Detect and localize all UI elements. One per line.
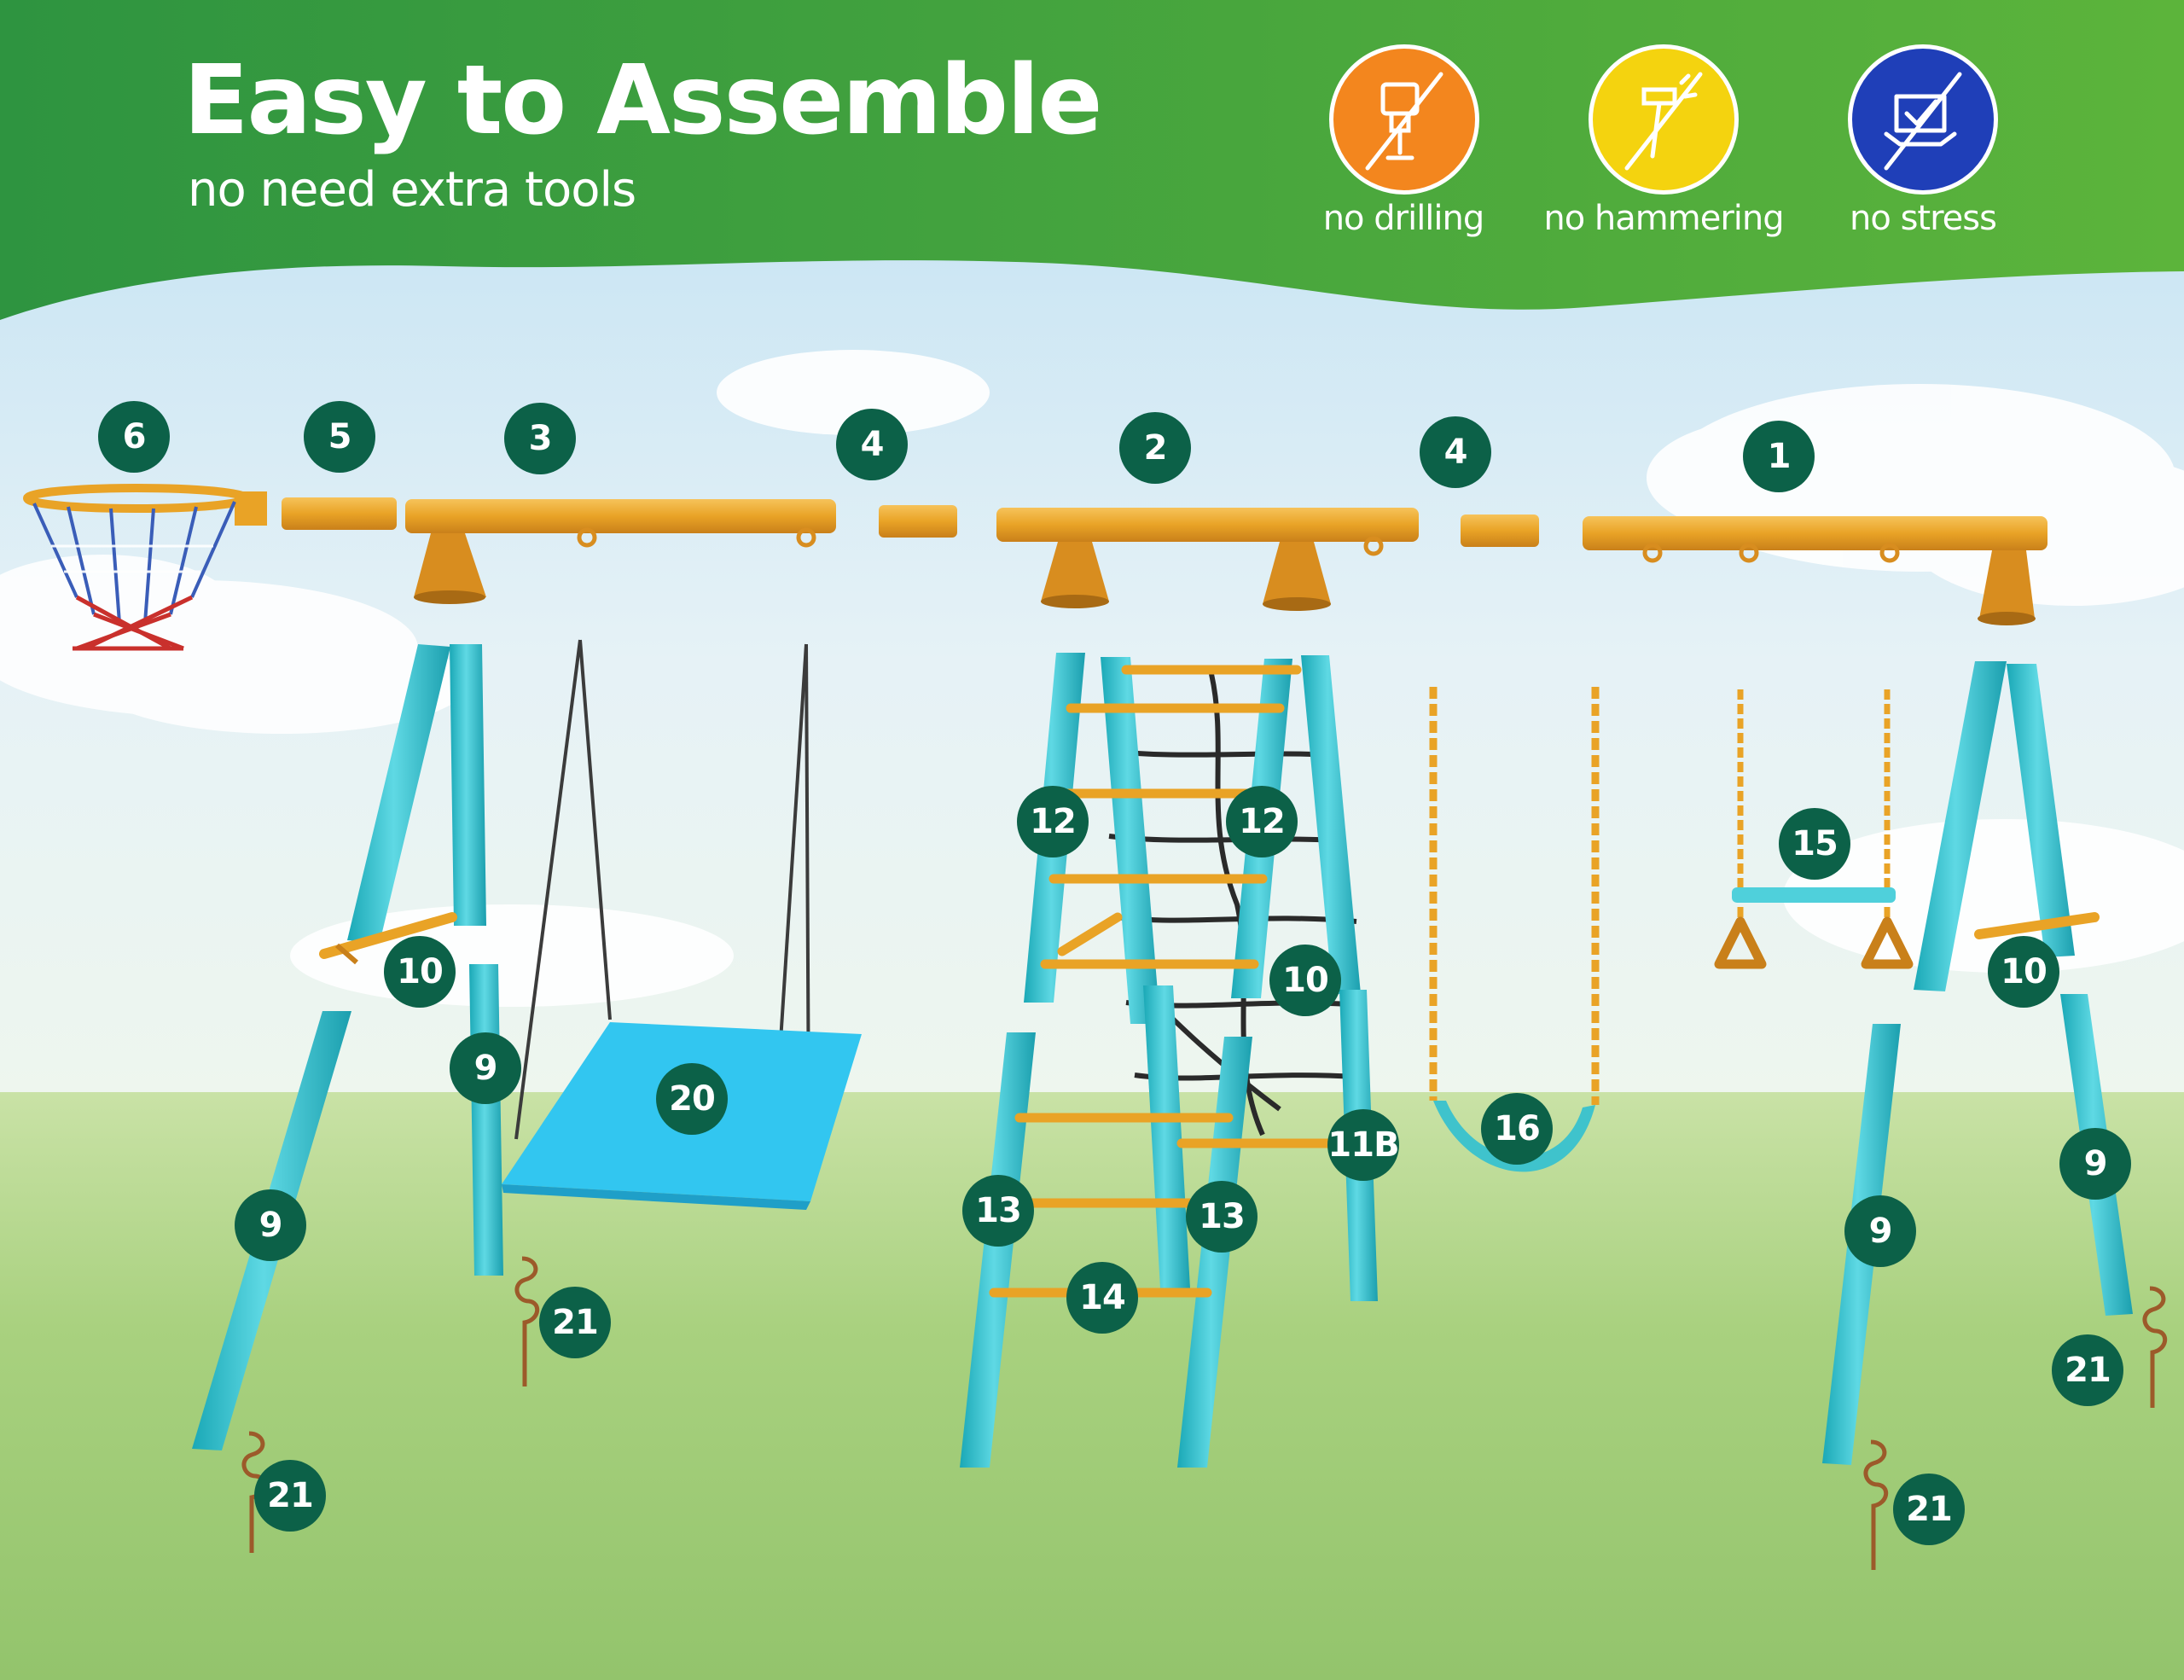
part-4-callout-right: 4 xyxy=(1420,416,1491,488)
trapeze-bar xyxy=(1714,689,1914,969)
part-12-callout-left: 12 xyxy=(1017,786,1089,857)
part-13-callout-right: 13 xyxy=(1186,1181,1258,1253)
belt-swing xyxy=(1429,687,1600,1172)
climbing-frame xyxy=(960,653,1378,1468)
part-14-callout: 14 xyxy=(1066,1262,1138,1334)
part-16-callout: 16 xyxy=(1481,1093,1553,1165)
basketball-hoop xyxy=(23,484,267,651)
hoop-connector xyxy=(282,497,397,530)
top-bar-left xyxy=(405,499,836,604)
part-2-callout: 2 xyxy=(1119,412,1191,484)
connector-left xyxy=(879,505,957,538)
part-1-callout: 1 xyxy=(1743,421,1815,492)
part-9-callout-outer-right: 9 xyxy=(2059,1128,2131,1200)
part-12-callout-right: 12 xyxy=(1226,786,1298,857)
part-21-callout-4: 21 xyxy=(1893,1474,1965,1545)
check-box-crossed-icon xyxy=(1884,72,1962,171)
part-21-callout-2: 21 xyxy=(2052,1334,2123,1406)
page-title: Easy to Assemble xyxy=(183,45,1102,156)
part-9-callout-inner-left: 9 xyxy=(450,1032,521,1104)
part-10-callout-left: 10 xyxy=(384,936,456,1008)
drill-crossed-icon xyxy=(1365,72,1443,171)
connector-right xyxy=(1461,514,1539,547)
part-21-callout-3: 21 xyxy=(254,1460,326,1532)
part-5-callout: 5 xyxy=(304,401,375,473)
page-subtitle: no need extra tools xyxy=(188,162,636,218)
part-10-callout-right: 10 xyxy=(1988,936,2059,1008)
no-stress-badge xyxy=(1848,44,1998,195)
part-4-callout-left: 4 xyxy=(836,409,908,480)
part-9-callout-inner-right: 9 xyxy=(1844,1195,1916,1267)
part-9-callout-outer-left: 9 xyxy=(235,1189,306,1261)
part-11b-callout: 11B xyxy=(1327,1109,1400,1181)
part-13-callout-left: 13 xyxy=(962,1175,1034,1247)
no-drilling-label: no drilling xyxy=(1322,199,1485,238)
top-bar-middle xyxy=(996,508,1419,611)
part-15-callout: 15 xyxy=(1779,808,1850,880)
no-hammering-badge xyxy=(1589,44,1739,195)
part-20-callout: 20 xyxy=(656,1063,728,1135)
part-21-callout-1: 21 xyxy=(539,1287,611,1358)
part-3-callout: 3 xyxy=(504,403,576,474)
part-10-callout-middle: 10 xyxy=(1269,945,1341,1016)
part-6-callout: 6 xyxy=(98,401,170,473)
grass-background xyxy=(0,1092,2184,1680)
no-stress-label: no stress xyxy=(1850,199,1997,238)
hammer-crossed-icon xyxy=(1624,72,1703,171)
no-hammering-label: no hammering xyxy=(1543,199,1784,238)
no-drilling-badge xyxy=(1329,44,1479,195)
top-bar-right xyxy=(1583,516,2048,625)
